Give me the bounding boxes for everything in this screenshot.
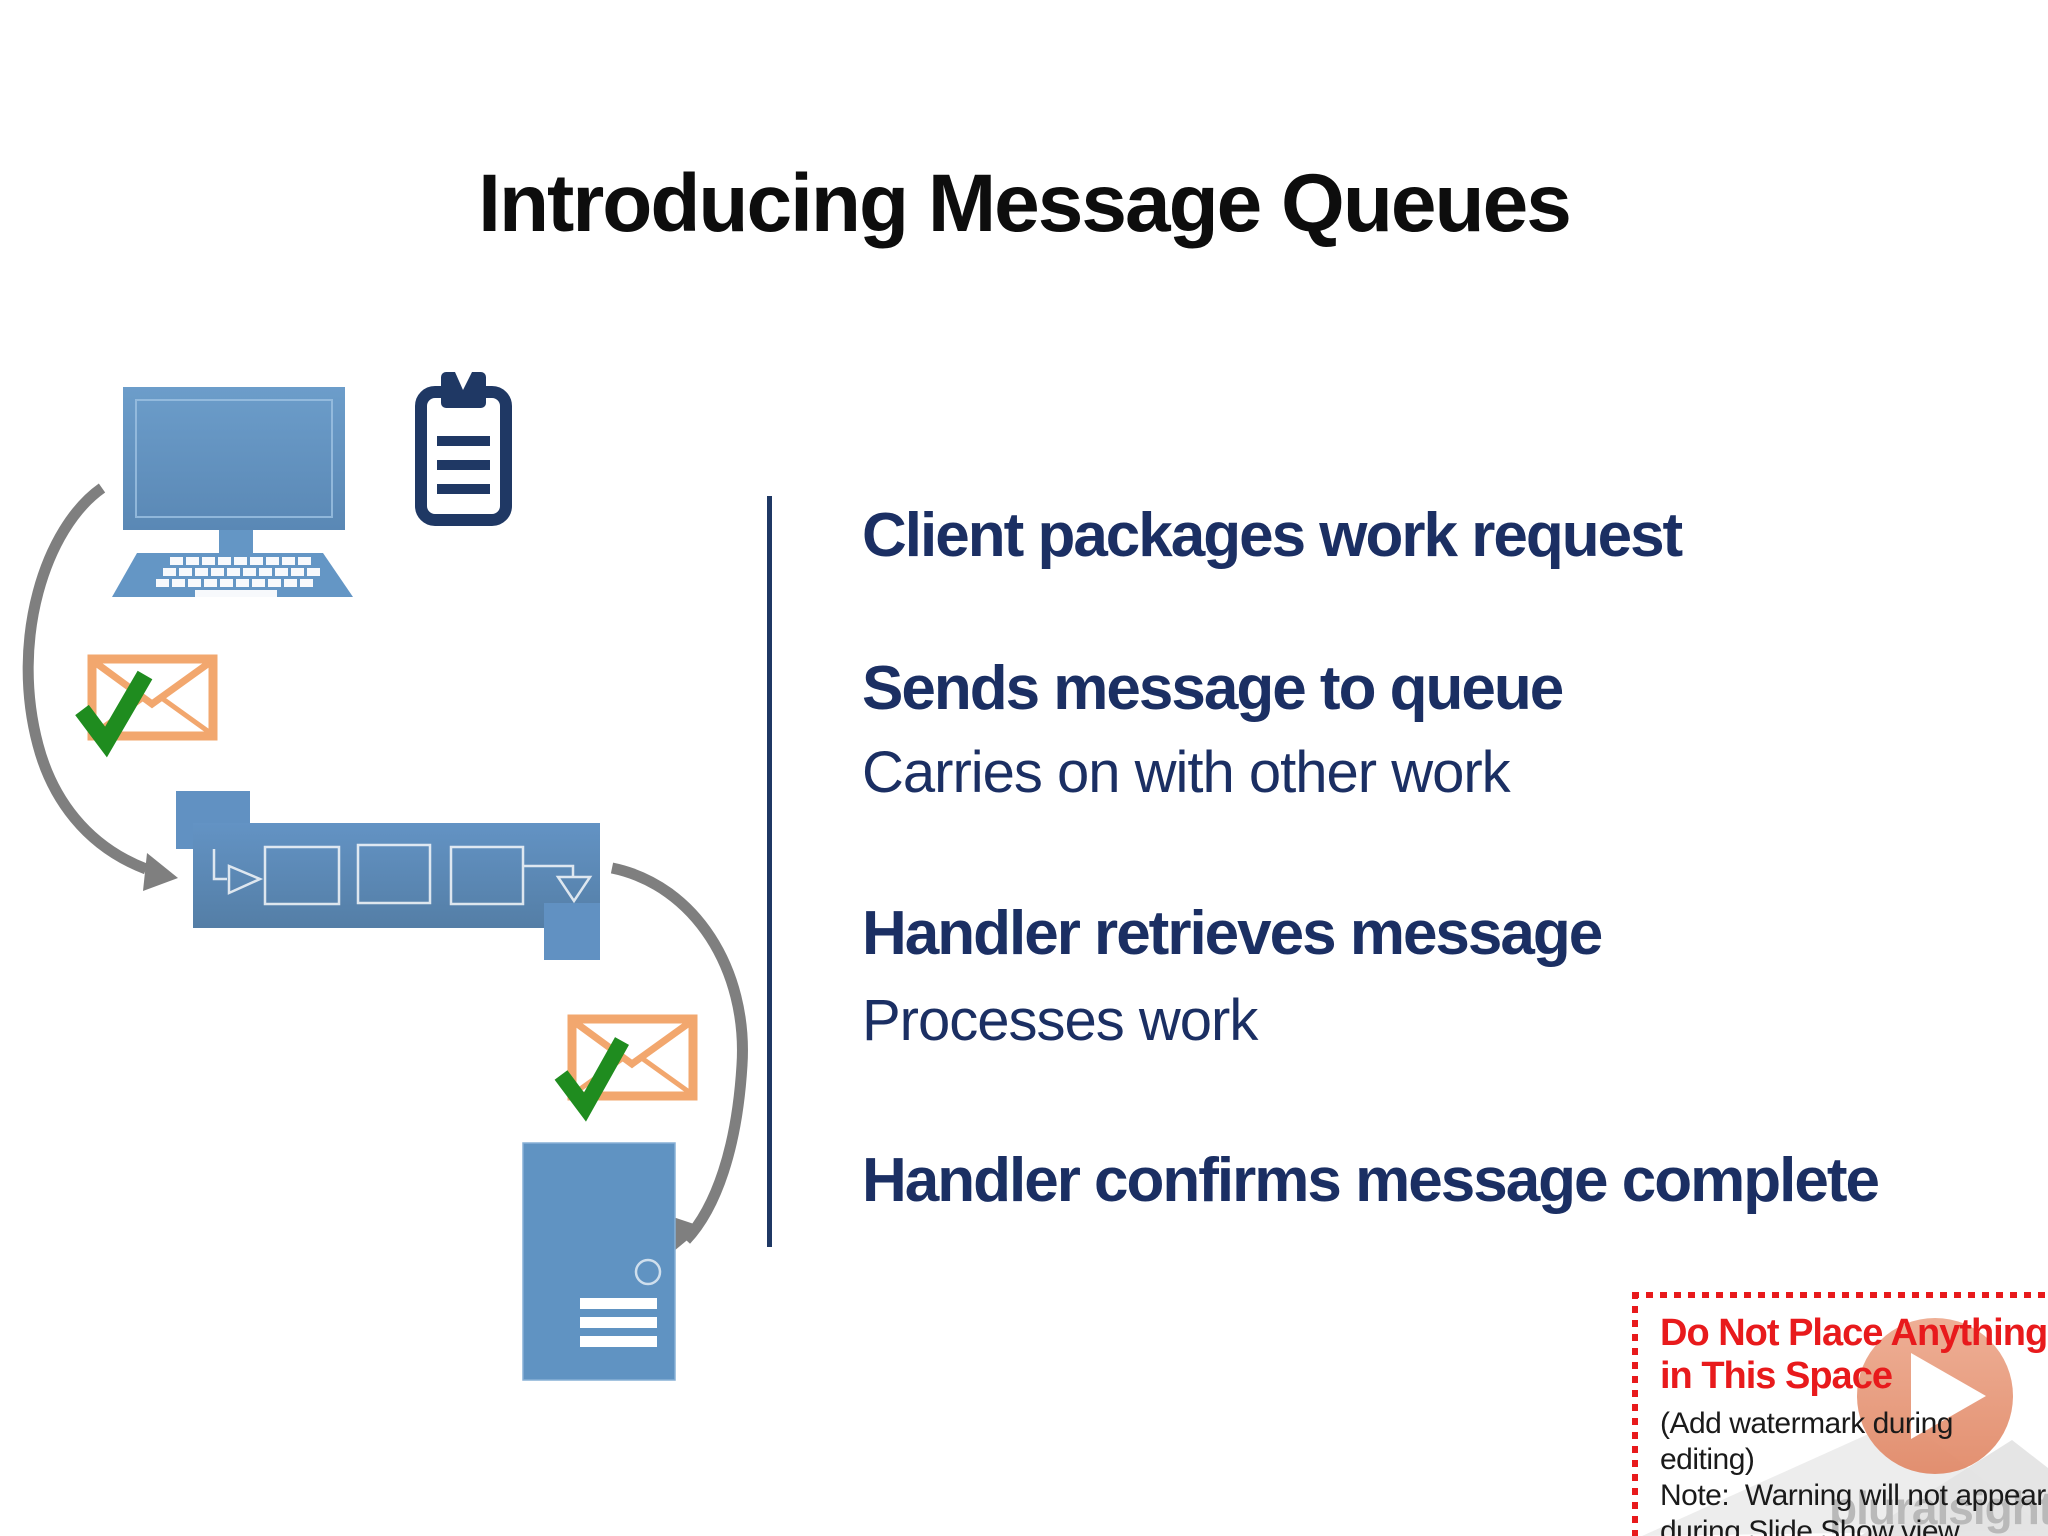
clipboard-icon [415, 372, 512, 526]
curved-arrow-queue-to-handler [610, 862, 748, 1256]
warning-note-line: Note: Warning will not appear [1660, 1479, 2046, 1512]
warning-note-line: during Slide Show view. [1660, 1515, 1966, 1536]
play-button-icon [1857, 1318, 2013, 1474]
bullet-processes-work: Processes work [862, 988, 1258, 1053]
do-not-place-warning-box: pluralsight Do Not Place Anything in Thi… [1632, 1292, 2048, 1536]
server-icon [522, 1142, 676, 1381]
bullet-carries-on: Carries on with other work [862, 740, 1511, 805]
envelope-check-icon-sent [75, 654, 218, 758]
warning-heading-line: in This Space [1660, 1355, 1893, 1397]
pluralsight-watermark: pluralsight [1642, 1318, 2048, 1536]
warning-note-line: editing) [1660, 1443, 1755, 1476]
message-queue-diagram [22, 372, 748, 1381]
warning-text: Do Not Place Anything in This Space (Add… [1660, 1312, 2048, 1536]
warning-border-top [1632, 1292, 2048, 1298]
message-queue-icon [176, 791, 600, 960]
pluralsight-brand-text: pluralsight [1829, 1482, 2048, 1534]
divider-line [767, 496, 772, 1247]
bullet-handler-retrieves: Handler retrieves message [862, 899, 1603, 968]
envelope-check-icon-confirm [554, 1014, 698, 1122]
computer-icon [112, 387, 353, 597]
mountain-shape [1642, 1418, 2048, 1536]
warning-heading-line: Do Not Place Anything [1660, 1312, 2048, 1354]
bullet-client-packages: Client packages work request [862, 501, 1683, 570]
warning-border-left [1632, 1292, 1638, 1536]
bullet-handler-confirms: Handler confirms message complete [862, 1146, 1880, 1215]
bullet-sends-message: Sends message to queue [862, 654, 1564, 723]
curved-arrow-client-to-queue [22, 483, 178, 891]
page-title: Introducing Message Queues [478, 157, 1572, 249]
warning-note-line: (Add watermark during [1660, 1407, 1953, 1440]
